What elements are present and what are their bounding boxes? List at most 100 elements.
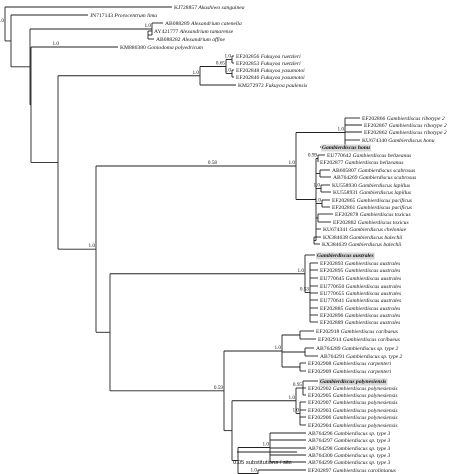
tip-label: EF202846 Fukuyoa yasumotoi bbox=[236, 75, 305, 81]
support-value: 0.58 bbox=[208, 160, 217, 166]
tip-accession: EF202906 bbox=[308, 415, 333, 421]
tip-label: EU770645 Gambierdiscus australes bbox=[320, 276, 401, 282]
tip-label: EF202862 Gambierdiscus ribotype 2 bbox=[364, 130, 447, 136]
tip-accession: EF202861 bbox=[332, 205, 357, 211]
tip-label: KJ728857 Akashiwo sanguinea bbox=[174, 5, 245, 11]
tip-taxon-name: Gambierdiscus honu bbox=[322, 145, 370, 151]
tip-accession: EF202908 bbox=[308, 361, 333, 367]
tip-label: EF202902 Gambierdiscus polynesiensis bbox=[308, 386, 398, 392]
support-value: 1.0 bbox=[145, 23, 152, 29]
tip-accession: KU558931 bbox=[333, 190, 359, 196]
tip-taxon-name: Gambierdiscus belizeanus bbox=[345, 160, 404, 166]
tip-label: EF202889 Gambierdiscus australes bbox=[320, 320, 400, 326]
tip-label: AB088289 Alexandrium catenella bbox=[165, 21, 242, 27]
tip-accession: AB764296 bbox=[308, 431, 334, 437]
tip-taxon-name: Gambierdiscus scabrosus bbox=[358, 168, 415, 174]
tip-accession: AB764297 bbox=[308, 438, 334, 444]
highlighted-tip-label: Gambierdiscus polynesiensis bbox=[320, 379, 386, 385]
tip-accession: AB088282 bbox=[156, 37, 182, 43]
tip-taxon-name: Gambierdiscus balechii bbox=[349, 235, 403, 241]
support-value: 1.0 bbox=[314, 183, 321, 189]
tip-label: EF202905 Gambierdiscus polynesiensis bbox=[308, 393, 398, 399]
tip-label: EF202907 Gambierdiscus polynesiensis bbox=[308, 400, 398, 406]
tip-label: KM886380 Goniodoma polyedricum bbox=[120, 45, 203, 51]
tip-taxon-name: Gambierdiscus carpenteri bbox=[333, 369, 392, 375]
tip-taxon-name: Gambierdiscus australes bbox=[345, 261, 401, 267]
highlighted-tip-label: Gambierdiscus australes bbox=[317, 253, 374, 259]
tip-accession: AB764298 bbox=[308, 446, 334, 452]
tip-accession: EF202903 bbox=[308, 408, 333, 414]
support-value: 0.53 bbox=[300, 287, 309, 293]
support-value: 1.0 bbox=[225, 68, 232, 74]
support-value: 0.95 bbox=[293, 382, 302, 388]
tip-taxon-name: Fukuyoa paulensis bbox=[264, 83, 307, 89]
tip-accession: AB764291 bbox=[320, 354, 346, 360]
tip-accession: AB764300 bbox=[308, 453, 334, 459]
tip-taxon-name: Gambierdiscus balechii bbox=[348, 242, 402, 248]
tip-label: KM272972 Fukuyoa paulensis bbox=[238, 83, 307, 89]
tip-accession: EU770641 bbox=[320, 298, 346, 304]
tip-taxon-name: Fukuyoa yasumotoi bbox=[260, 75, 305, 81]
support-value: 0.59 bbox=[214, 385, 223, 391]
tip-accession: EF202885 bbox=[320, 306, 345, 312]
tip-label: EF202914 Gambierdiscus caribaeus bbox=[318, 337, 400, 343]
support-value: 1.0 bbox=[275, 345, 282, 351]
tip-taxon-name: Gambierdiscus ribotype 2 bbox=[389, 123, 447, 129]
tip-label: EF202906 Gambierdiscus polynesiensis bbox=[308, 415, 398, 421]
tip-accession: AB088289 bbox=[165, 21, 191, 27]
tip-accession: KM886380 bbox=[120, 45, 147, 51]
tip-accession: EF202889 bbox=[320, 320, 345, 326]
support-value: 1.0 bbox=[193, 70, 200, 76]
tip-taxon-name: Gambierdiscus caribaeus bbox=[341, 329, 398, 335]
tree-branches bbox=[4, 6, 362, 474]
tip-accession: KX384638 bbox=[323, 235, 349, 241]
tip-taxon-name: Gambierdiscus sp. type 3 bbox=[334, 438, 391, 444]
tip-label: EF202882 Gambierdiscus toxicus bbox=[333, 220, 409, 226]
tip-taxon-name: Gambierdiscus ribotype 2 bbox=[387, 116, 445, 122]
support-value: 1.0 bbox=[225, 54, 232, 60]
tip-accession: KX384639 bbox=[322, 242, 348, 248]
tip-label: EF202877 Gambierdiscus belizeanus bbox=[320, 160, 403, 166]
tip-accession: AB764289 bbox=[316, 346, 342, 352]
tip-label: AB764298 Gambierdiscus sp. type 3 bbox=[308, 446, 391, 452]
tip-label: EF202893 Gambierdiscus australes bbox=[320, 261, 400, 267]
tip-label: KU674341 Gambierdiscus cheloniae bbox=[323, 227, 407, 233]
tip-label: EF202903 Gambierdiscus polynesiensis bbox=[308, 408, 398, 414]
tip-taxon-name: Gambierdiscus polynesiensis bbox=[333, 408, 398, 414]
tip-taxon-name: Gambierdiscus scabrosus bbox=[359, 175, 416, 181]
tip-taxon-name: Goniodoma polyedricum bbox=[147, 45, 203, 51]
tip-taxon-name: Akashiwo sanguinea bbox=[197, 5, 244, 11]
support-values: 1.01.01.01.00.651.01.01.00.581.01.00.991… bbox=[0, 18, 344, 474]
tip-label: AB764299 Gambierdiscus sp. type 3 bbox=[308, 460, 391, 466]
tip-accession: EF202848 bbox=[236, 68, 261, 74]
tip-taxon-name: Gambierdiscus honu bbox=[388, 138, 434, 144]
tip-taxon-name: Gambierdiscus lapillus bbox=[358, 183, 410, 189]
tip-taxon-name: Gambierdiscus australes bbox=[346, 291, 402, 297]
tip-taxon-name: Gambierdiscus australes bbox=[345, 320, 401, 326]
highlighted-tip-label: Gambierdiscus honu bbox=[322, 145, 370, 151]
tip-accession: EF202893 bbox=[320, 261, 345, 267]
tip-label: EF202909 Gambierdiscus carpenteri bbox=[308, 369, 392, 375]
tip-accession: KU674341 bbox=[323, 227, 349, 233]
tip-label: AB764269 Gambierdiscus scabrosus bbox=[333, 175, 416, 181]
tip-accession: EF202896 bbox=[320, 313, 345, 319]
tip-taxon-name: Gambierdiscus cheloniae bbox=[349, 227, 406, 233]
tip-taxon-name: Alexandrium tamarense bbox=[179, 29, 234, 35]
tip-accession: EF202877 bbox=[320, 160, 345, 166]
tip-label: EF202908 Gambierdiscus carpenteri bbox=[308, 361, 392, 367]
tip-label: EU770650 Gambierdiscus australes bbox=[320, 284, 401, 290]
tip-taxon-name: Gambierdiscus australes bbox=[345, 306, 401, 312]
tip-accession: EU770645 bbox=[320, 276, 346, 282]
tip-taxon-name: Gambierdiscus lapillus bbox=[359, 190, 411, 196]
tip-taxon-name: Gambierdiscus belizeanus bbox=[353, 153, 412, 159]
tip-accession: KU674340 bbox=[362, 138, 388, 144]
tip-label: EU770641 Gambierdiscus australes bbox=[320, 298, 401, 304]
tip-taxon-name: Gambierdiscus toxicus bbox=[360, 212, 411, 218]
support-value: 1.0 bbox=[89, 243, 96, 249]
tip-taxon-name: Gambierdiscus polynesiensis bbox=[333, 393, 398, 399]
support-value: 1.0 bbox=[53, 41, 60, 47]
tip-label: AB764289 Gambierdiscus sp. type 2 bbox=[316, 346, 399, 352]
tip-taxon-name: Gambierdiscus ribotype 2 bbox=[389, 130, 447, 136]
support-value: 1.0 bbox=[289, 395, 296, 401]
